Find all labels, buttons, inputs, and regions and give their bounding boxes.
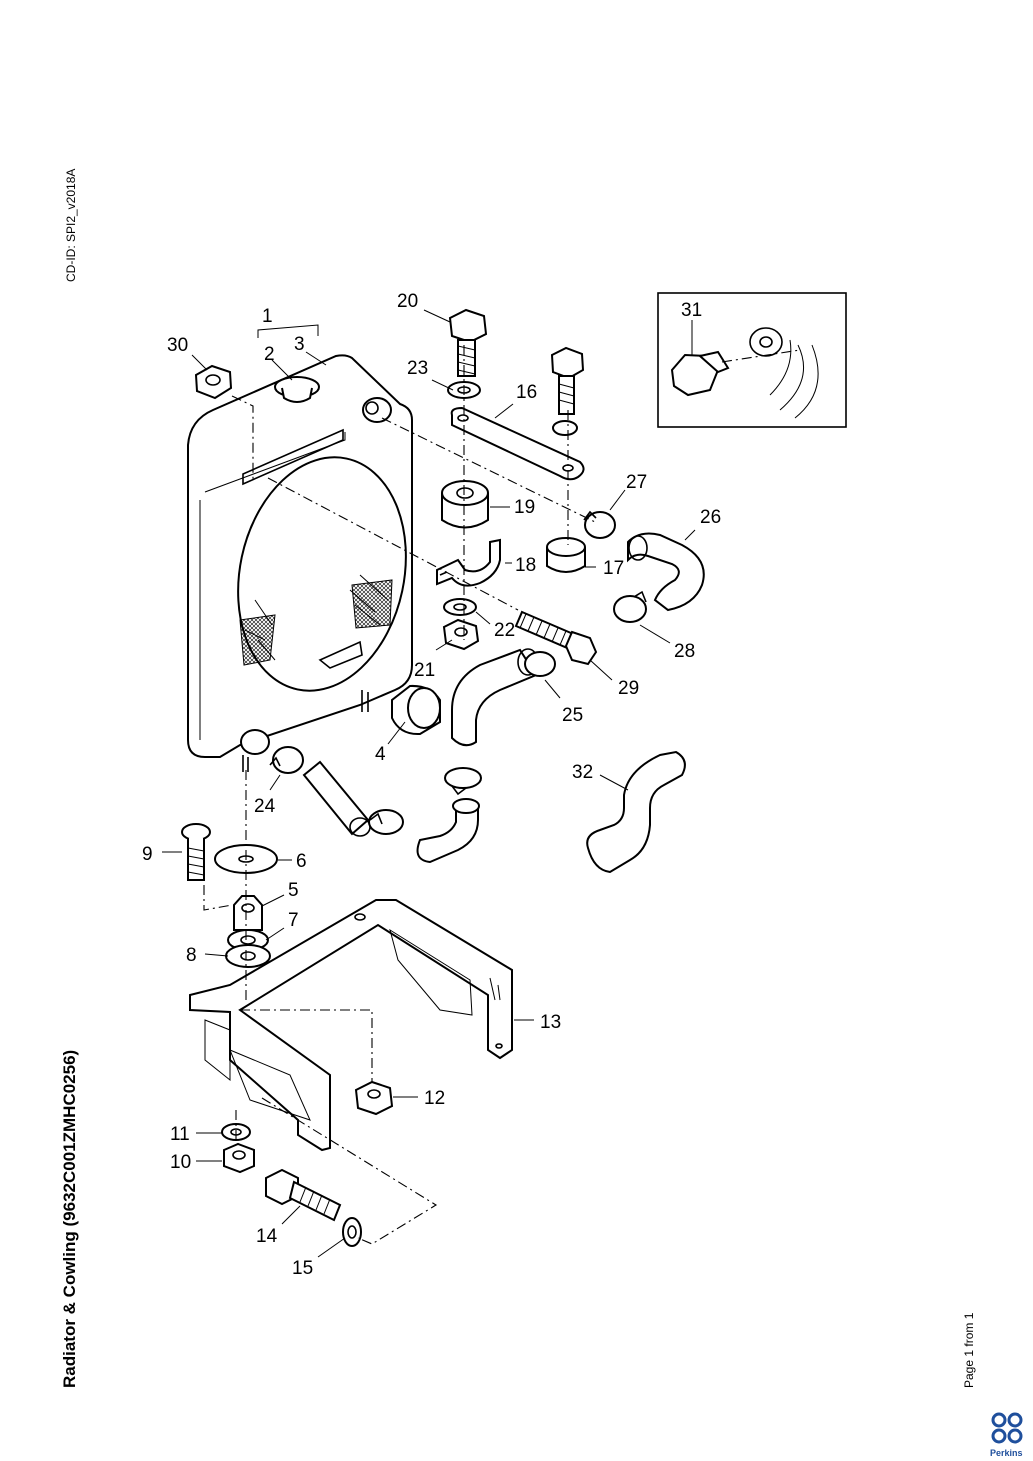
callout-29: 29	[618, 678, 639, 699]
mount-8	[225, 944, 271, 968]
clamp-18	[436, 538, 501, 587]
leader-lines	[162, 309, 696, 1258]
callout-24: 24	[254, 796, 276, 817]
bolt-29	[514, 610, 598, 666]
callout-10: 10	[170, 1152, 191, 1173]
bracket-16	[450, 406, 585, 481]
callout-20: 20	[397, 291, 418, 312]
callout-14: 14	[256, 1226, 278, 1247]
callout-17: 17	[603, 558, 624, 579]
hose-clip-27	[583, 510, 616, 539]
nut-30	[194, 364, 233, 400]
callout-8: 8	[186, 945, 197, 966]
radiator-top-stub	[362, 397, 392, 423]
bolt-14	[265, 1168, 342, 1222]
radiator-bottom-stub	[240, 729, 270, 772]
callout-25: 25	[562, 705, 583, 726]
radiator-cap	[274, 376, 320, 403]
bracket-5	[233, 895, 263, 931]
callout-27: 27	[626, 472, 647, 493]
assembly-centerlines	[203, 345, 596, 1245]
callout-4: 4	[375, 744, 386, 765]
hose-clip-24	[269, 746, 304, 774]
callout-5: 5	[288, 880, 299, 901]
spacer-17	[546, 537, 586, 573]
radiator-body	[187, 354, 413, 758]
callout-28: 28	[674, 641, 695, 662]
callout-31: 31	[681, 300, 702, 321]
washer-16	[552, 420, 578, 436]
callout-11: 11	[170, 1124, 190, 1145]
nut-12	[354, 1080, 394, 1116]
callout-23: 23	[407, 358, 428, 379]
callout-18: 18	[515, 555, 536, 576]
nut-21	[442, 618, 480, 651]
bolt-16b	[550, 346, 585, 415]
hose-lower-straight	[302, 760, 371, 837]
elbow-lower	[416, 798, 480, 864]
bolt-20	[448, 308, 488, 377]
brand-name: Perkins	[990, 1448, 1023, 1458]
callout-30: 30	[167, 335, 188, 356]
callout-7: 7	[288, 910, 299, 931]
mount-19	[441, 480, 489, 529]
callout-12: 12	[424, 1088, 445, 1109]
callout-32: 32	[572, 762, 593, 783]
screw-9	[181, 823, 211, 881]
hose-32	[586, 750, 686, 874]
callout-labels: 1 2 3 4 5 6 7 8 9 10 11 12 13 14 15 16 1…	[142, 291, 721, 1279]
callout-6: 6	[296, 851, 307, 872]
washer-15	[342, 1217, 362, 1247]
hose-clip-lower	[368, 809, 404, 835]
hose-25	[451, 648, 556, 747]
callout-16: 16	[516, 382, 537, 403]
callout-2: 2	[264, 344, 275, 365]
cowling-frame-13	[189, 899, 513, 1152]
callout-22: 22	[494, 620, 515, 641]
callout-1: 1	[262, 306, 273, 327]
callout-3: 3	[294, 334, 305, 355]
hose-26	[627, 532, 705, 612]
callout-9: 9	[142, 844, 153, 865]
callout-15: 15	[292, 1258, 313, 1279]
callout-26: 26	[700, 507, 721, 528]
callout-19: 19	[514, 497, 535, 518]
hose-clip-lower-2	[444, 767, 482, 796]
outlet-4	[391, 684, 441, 736]
hose-clip-28	[613, 590, 647, 623]
washer-22	[443, 598, 477, 616]
detail-box-31	[657, 292, 847, 428]
perkins-logo-icon	[991, 1412, 1023, 1444]
callout-21: 21	[414, 660, 435, 681]
callout-13: 13	[540, 1012, 561, 1033]
mount-7	[227, 929, 269, 951]
nut-10	[223, 1142, 255, 1174]
